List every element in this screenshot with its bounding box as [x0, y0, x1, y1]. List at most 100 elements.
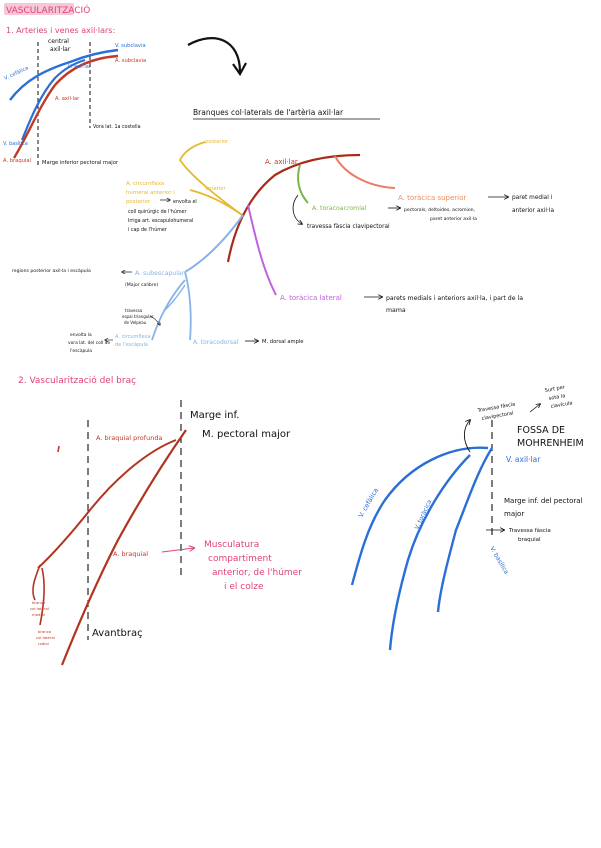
vein-basilica-path: [20, 58, 86, 141]
curved-arrow-head-icon: [232, 62, 247, 77]
label-anterior: anterior: [205, 186, 226, 192]
label-a-axillar: A. axil·lar: [55, 96, 80, 102]
section2-arm-arteries: A. braquial profunda A. braquial branca …: [30, 400, 302, 666]
label-musculatura-3: anterior, de l'húmer: [212, 568, 302, 578]
label-fossa-1: FOSSA DE: [517, 425, 565, 436]
section1-heading: 1. Arteries i venes axil·lars:: [6, 26, 115, 35]
label-avantbrac: Avantbraç: [92, 628, 143, 639]
label-axillar-top: axil·lar: [50, 46, 71, 53]
toracodorsal-note: M. dorsal ample: [262, 339, 304, 345]
pectorals-note-1: pectorals, deltoides, acromion,: [404, 207, 476, 213]
circ-escapula-note-2: espai triangular: [122, 314, 154, 319]
circ-escapula-left-3: l'escàpula: [70, 347, 92, 354]
circ-escapula-note-1: travessa: [125, 308, 143, 313]
branch-circ-escapula-path: [151, 279, 186, 341]
artery-braquial-profunda-path: [37, 439, 177, 569]
branch-label-a-axillar: A. axil·lar: [265, 158, 298, 166]
vein-toracica-path: [388, 454, 471, 651]
label-a-braquial-profunda: A. braquial profunda: [96, 434, 162, 442]
label-travessa-fascia-top-2: clavipectoral: [481, 410, 514, 421]
label-fossa-2: MOHRENHEIM: [517, 438, 584, 449]
label-surt-1: Surt per: [544, 384, 566, 394]
circ-escapula-label-2: de l'escàpula: [115, 341, 148, 348]
branch-toracica-superior: A. toràcica superior: [398, 194, 466, 202]
title-highlight: [4, 3, 74, 15]
vein-cefalica-path: [350, 446, 489, 586]
label-surt-3: clavícula: [550, 399, 573, 410]
label-a-braquial-s2: A. braquial: [113, 550, 148, 558]
label-marge-inf-pect-1: Marge inf. del pectoral: [504, 497, 583, 505]
artery-braquial-path: [60, 429, 187, 666]
label-colateral-radial-2: col·lateral: [36, 635, 55, 640]
label-colateral-medial-2: col·lateral: [30, 606, 49, 611]
toracica-lateral-note-2: mama: [386, 307, 406, 314]
label-vora-lat: Vora lat. 1a costella: [93, 124, 141, 130]
circ-note-4: i cap de l'húmer: [128, 226, 167, 233]
label-colateral-medial-3: medial: [32, 612, 45, 617]
toracica-superior-note-2: anterior axil·la: [512, 208, 554, 214]
branch-circumflexa-anterior-path: [189, 189, 243, 216]
circumflexa-label-3: posterior: [126, 199, 151, 205]
circ-escapula-left-2: vora lat. del coll de: [68, 340, 110, 346]
page-title: VASCULARITZACIÓ: [6, 4, 90, 16]
label-a-braquial: A. braquial: [3, 158, 31, 164]
circ-escapula-note-3: de Velpeau: [124, 320, 147, 325]
circ-note-3: Irriga art. escapulohumeral: [128, 218, 193, 224]
label-travessa-fascia-braquial-2: braquial: [518, 537, 541, 543]
circ-escapula-left-1: envolta la: [70, 332, 92, 338]
label-surt-2: sota la: [548, 393, 566, 402]
label-v-cefalica: V. cefàlica: [3, 64, 30, 81]
toracica-superior-note-1: paret medial i: [512, 195, 553, 201]
label-musculatura-2: compartiment: [208, 554, 272, 564]
branch-toracoacromial-path: [297, 164, 309, 204]
circ-note-2: coll quirúrgic de l'húmer: [128, 208, 186, 215]
branch-toracodorsal: A. toracodorsal: [193, 339, 239, 346]
vein-axillar-path: [9, 48, 119, 101]
artery-main-path: [226, 153, 361, 263]
label-v-toracica-s2: V. toràcica: [413, 498, 434, 531]
circ-escapula-label-1: A. circumflexa: [115, 334, 151, 340]
branch-circumflexa-posterior-path: [178, 141, 243, 216]
circ-note-1: envolta el: [173, 199, 197, 205]
label-a-subclavia: A. subclavia: [115, 58, 146, 64]
branch-toracica-superior-path: [334, 155, 396, 189]
subescapular-note: (Major calibre): [125, 282, 158, 288]
branch-toracica-lateral-path: [247, 204, 277, 296]
branches-diagram: Branques col·laterals de l'artèria axil·…: [12, 108, 554, 354]
curved-arrow-icon: [187, 37, 242, 73]
label-marge-inf-pect-2: major: [504, 510, 524, 518]
label-colateral-radial-1: branca: [38, 629, 51, 634]
vein-basilica-path-s2: [436, 447, 494, 613]
toracica-lateral-note-1: parets medials i anteriors axil·la, i pa…: [386, 295, 523, 302]
label-v-basilica: V. basílica: [3, 140, 28, 147]
label-v-axillar-s2: V. axil·lar: [506, 455, 541, 464]
branch-toracodorsal-path: [184, 271, 192, 341]
label-colateral-radial-3: radial: [38, 641, 49, 646]
circumflexa-label-2: humeral anterior i: [126, 190, 175, 196]
label-pectoral-major-s2: M. pectoral major: [202, 429, 291, 440]
section2-heading: 2. Vascularització del braç: [18, 375, 136, 386]
toracoacromial-note: travessa fàscia clavipectoral: [307, 223, 390, 230]
label-musculatura-1: Musculatura: [204, 540, 259, 550]
label-v-basilica-s2: V. basílica: [488, 545, 510, 576]
label-v-subclavia: V. subclavia: [115, 43, 146, 49]
label-central: central: [48, 38, 69, 45]
pectorals-note-2: paret anterior axil·la: [430, 216, 477, 222]
branch-subescapular: A. subescapular: [135, 270, 185, 277]
branch-toracica-lateral: A. toràcica lateral: [280, 294, 342, 302]
label-musculatura-4: i el colze: [224, 582, 264, 592]
label-posterior: posterior: [205, 139, 229, 145]
subescapular-left: regions posterior axil·la i escàpula: [12, 267, 91, 274]
section2-arm-veins: FOSSA DE MOHRENHEIM V. axil·lar V. cefàl…: [350, 384, 584, 651]
label-v-axillar: V. axil·lar: [68, 64, 92, 70]
label-marge-inf: Marge inferior pectoral major: [42, 160, 119, 166]
label-colateral-medial-1: branca: [32, 600, 45, 605]
artery-axillar-path: [12, 54, 119, 159]
branch-toracoacromial: A. toracoacromial: [312, 205, 367, 212]
label-marge-inf-s2: Marge inf.: [190, 410, 239, 421]
branch-subescapular-path: [184, 214, 244, 273]
label-travessa-fascia-braquial-1: Travessa fàscia: [508, 527, 551, 534]
branches-heading: Branques col·laterals de l'artèria axil·…: [193, 108, 344, 117]
section1-top-diagram: central axil·lar V. subclavia A. subclav…: [3, 38, 146, 166]
